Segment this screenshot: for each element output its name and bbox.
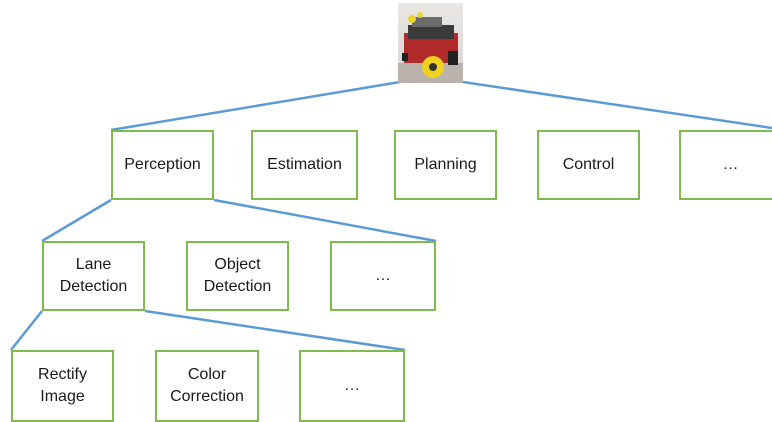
edge-perception-lane [41, 198, 112, 243]
node-label: Object Detection [203, 255, 272, 295]
edge-perception-more [213, 198, 437, 243]
node-label: Control [562, 155, 615, 173]
edge-lane-rectify [10, 310, 43, 351]
node-more-level2: … [330, 241, 436, 311]
node-label: Estimation [267, 155, 342, 173]
node-label: … [375, 266, 391, 284]
node-label: … [722, 155, 739, 173]
node-lane-detection: Lane Detection [42, 241, 145, 311]
node-more-level1: … [679, 130, 772, 200]
node-label: … [344, 376, 360, 394]
node-label: Rectify Image [38, 365, 87, 405]
node-estimation: Estimation [251, 130, 358, 200]
node-more-level3: … [299, 350, 405, 422]
node-object-detection: Object Detection [186, 241, 289, 311]
robot-car-image [398, 3, 463, 83]
edge-root-more [462, 80, 772, 130]
node-control: Control [537, 130, 640, 200]
node-label: Lane Detection [59, 255, 128, 295]
node-label: Perception [124, 155, 201, 173]
node-color-correction: Color Correction [155, 350, 259, 422]
edge-root-perception [110, 80, 401, 132]
node-perception: Perception [111, 130, 214, 200]
node-label: Color Correction [170, 365, 244, 405]
edge-lane-more [144, 309, 406, 352]
node-planning: Planning [394, 130, 497, 200]
node-rectify-image: Rectify Image [11, 350, 114, 422]
node-label: Planning [414, 155, 477, 173]
